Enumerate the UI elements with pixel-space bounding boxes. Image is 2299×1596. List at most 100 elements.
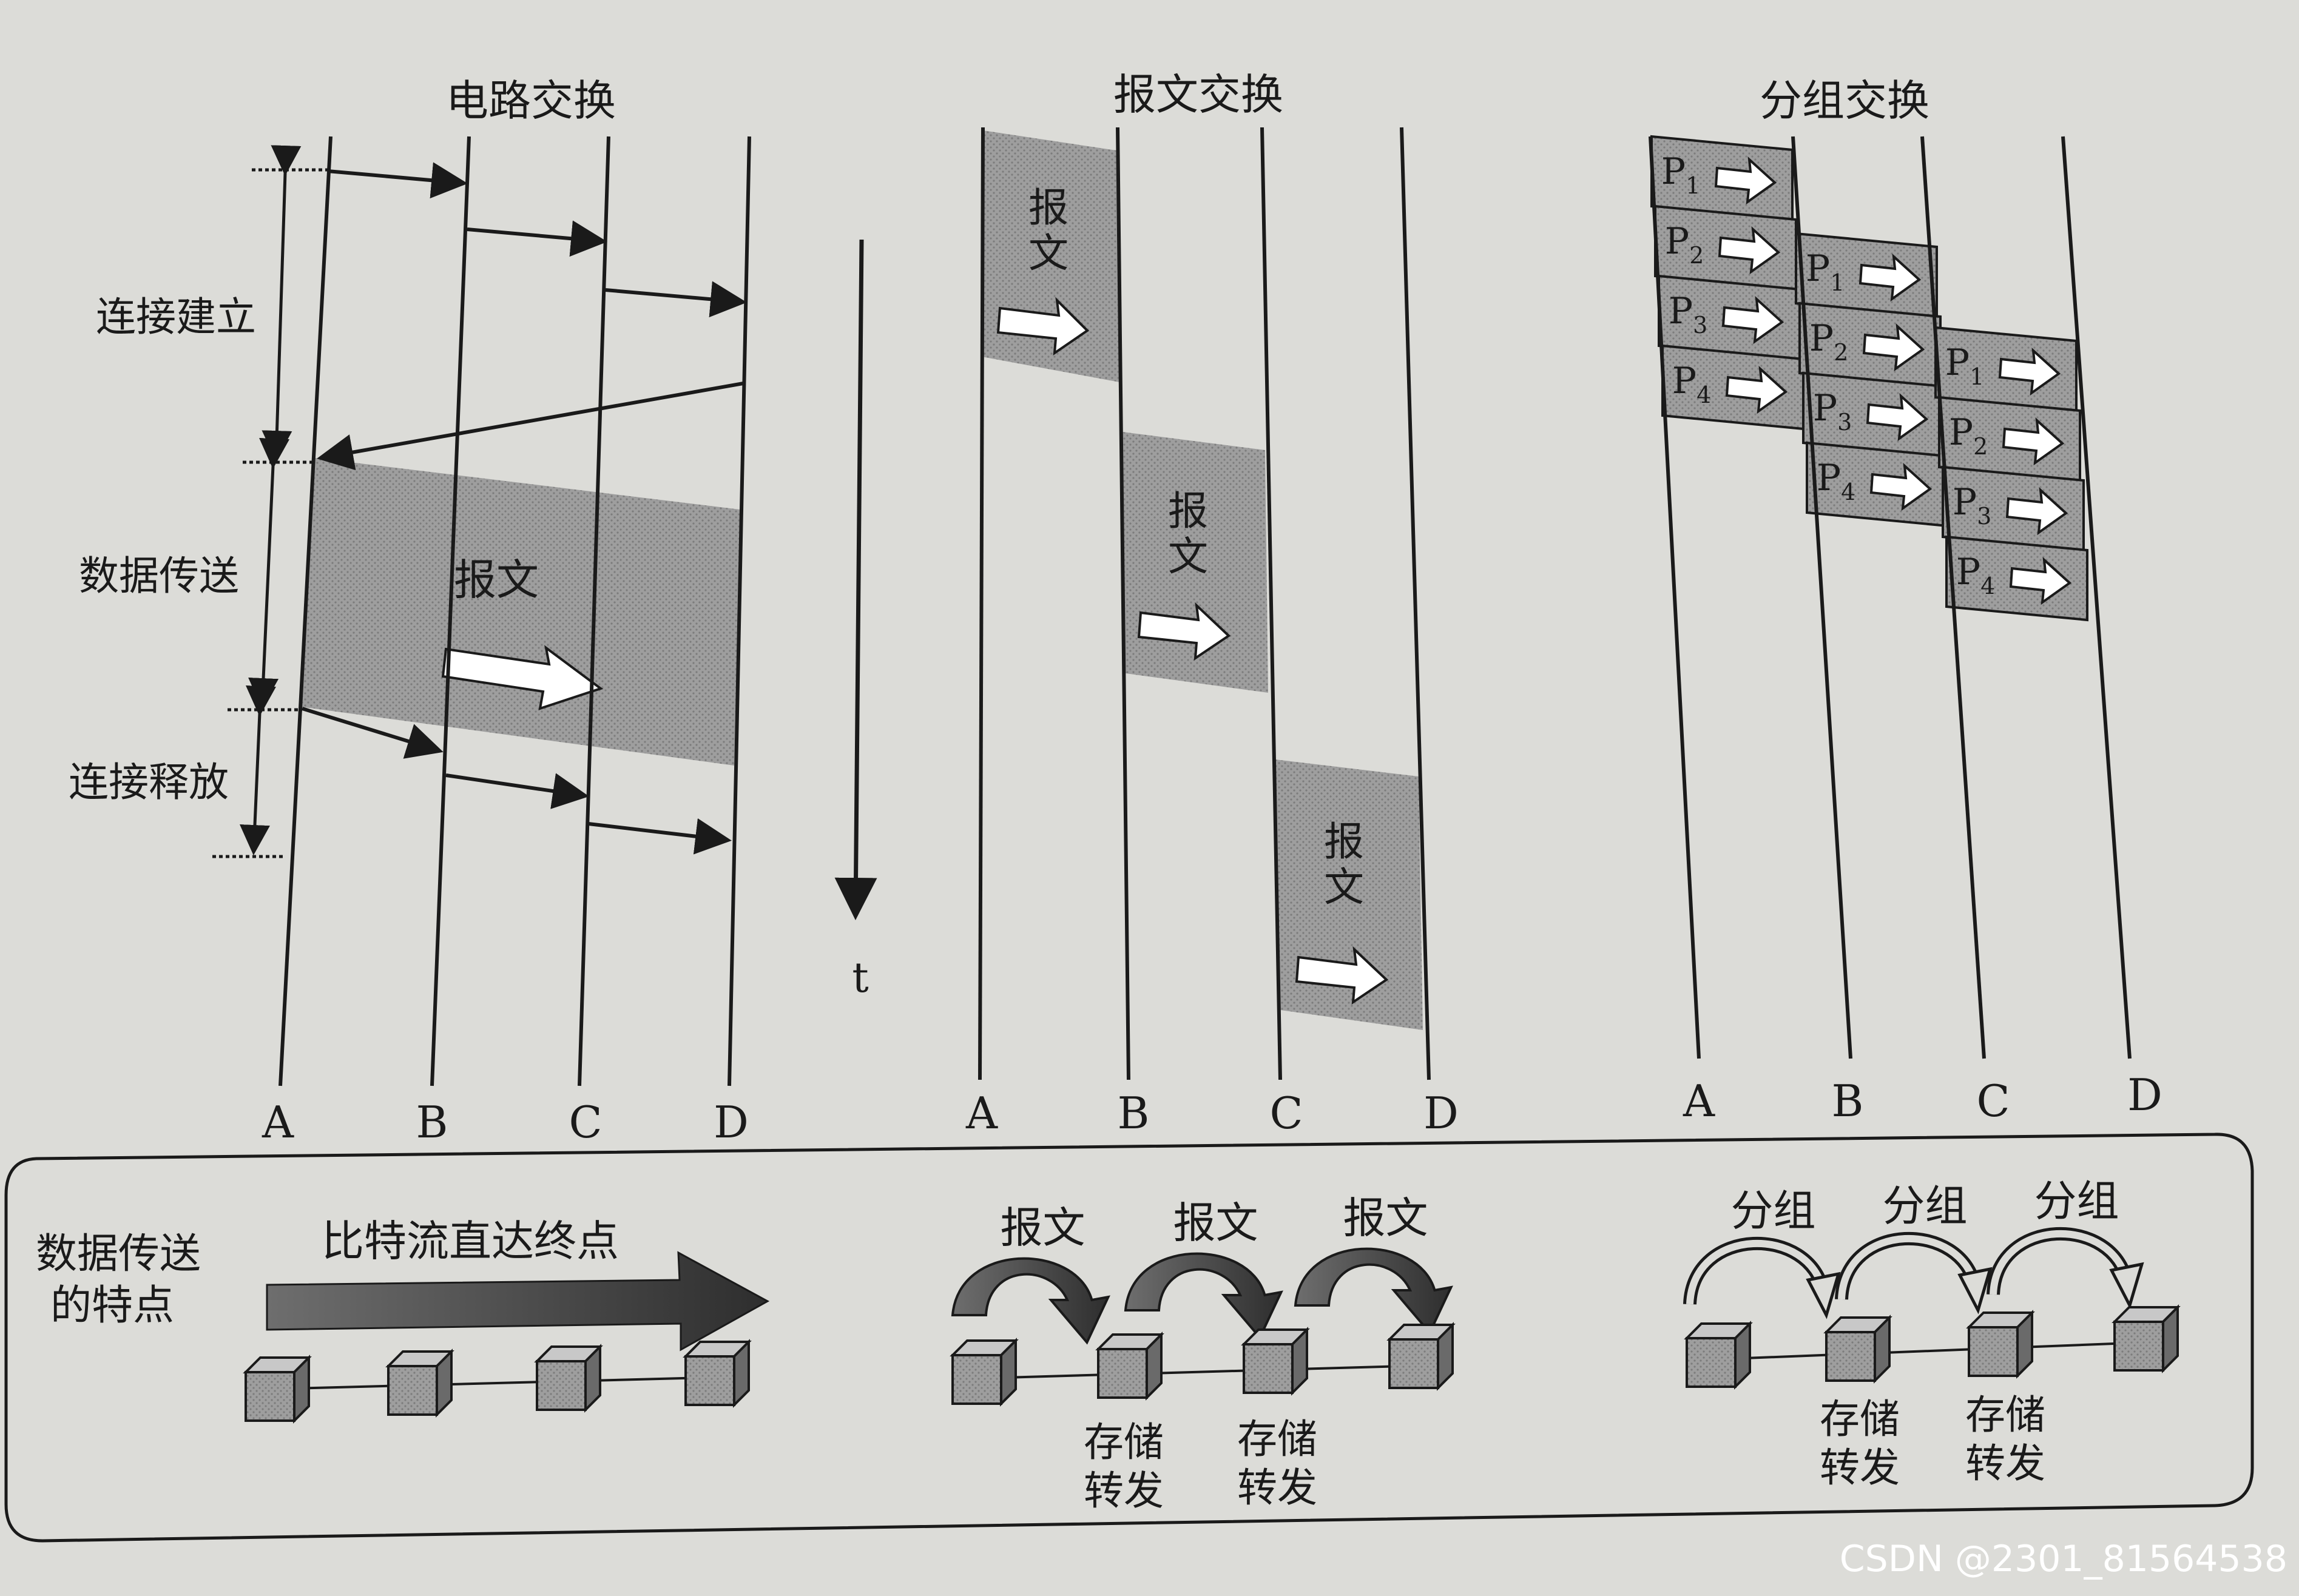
packet-arrow-icon [1862, 323, 1925, 372]
packet-p3-hop-2: P3 [1802, 371, 1945, 458]
router-node-icon [1386, 1322, 1456, 1391]
legend-packet-store-1a: 存储 [1820, 1396, 1900, 1443]
message-node-line-d [1400, 127, 1431, 1080]
legend-message-store-1b: 转发 [1084, 1467, 1164, 1514]
packet-node-label-d: D [2127, 1069, 2162, 1120]
characteristics-legend: 数据传送 的特点 比特流直达终点 报文报文报文 存储 转发 存储 转发 分组分组… [4, 1133, 2254, 1543]
packet-p1-hop-1: P1 [1650, 135, 1794, 221]
legend-message-link [982, 1364, 1445, 1379]
packet-p1-hop-2: P1 [1795, 232, 1938, 318]
message-node-line-c [1260, 127, 1282, 1080]
packet-p3-hop-3: P3 [1942, 465, 2085, 552]
legend-bitstream-arrow-icon [266, 1251, 770, 1352]
router-node-icon [1684, 1321, 1753, 1390]
message-node-label-b: B [1118, 1088, 1150, 1139]
message-arrow-icon-2 [1137, 602, 1231, 661]
message-hop-2: 报文 [1124, 1198, 1283, 1340]
circuit-node-line-a [279, 136, 333, 1086]
legend-packet-store-2a: 存储 [1965, 1392, 2045, 1438]
packet-label: P2 [1949, 411, 1988, 460]
circuit-panel: 电路交换 报文 连接建立 数据传送 连接释放 A [69, 76, 751, 1148]
curved-arrow-icon [1294, 1247, 1453, 1335]
legend-packet-hops: 分组分组分组 [1683, 1176, 2144, 1319]
packet-arrow-icon [2002, 417, 2065, 466]
message-hop-3: 报文 [1294, 1193, 1453, 1335]
legend-circuit-nodes [243, 1339, 752, 1424]
time-axis-arrow [834, 239, 877, 920]
message-title: 报文交换 [1113, 70, 1283, 120]
packet-p4-hop-1: P4 [1661, 344, 1804, 431]
hop-label: 分组 [1883, 1181, 1968, 1231]
router-node-icon [1823, 1315, 1892, 1384]
packet-hop-2: 分组 [1835, 1181, 1993, 1315]
message-node-line-a [978, 127, 985, 1080]
release-signal-bc [445, 773, 589, 809]
circuit-node-label-a: A [262, 1097, 294, 1148]
packet-title: 分组交换 [1760, 76, 1929, 126]
curved-arrow-icon [1835, 1231, 1982, 1300]
packet-node-line-b [1791, 136, 1852, 1059]
packet-label: P4 [1817, 457, 1856, 505]
circuit-node-line-c [578, 136, 610, 1086]
packet-hop-1: 分组 [1683, 1186, 1841, 1319]
router-node-icon [950, 1338, 1019, 1407]
router-node-icon [385, 1349, 454, 1418]
legend-message-hops: 报文报文报文 [951, 1193, 1453, 1345]
packet-arrow-icon [1718, 226, 1781, 275]
router-node-icon [683, 1339, 752, 1408]
packet-p4-hop-2: P4 [1806, 441, 1949, 528]
message-hop-1: 报文 [951, 1203, 1110, 1345]
circuit-node-label-c: C [569, 1097, 602, 1148]
packet-p3-hop-1: P3 [1658, 274, 1801, 361]
packet-p2-hop-3: P2 [1938, 396, 2081, 482]
packet-node-label-b: B [1832, 1076, 1864, 1126]
circuit-title: 电路交换 [446, 76, 616, 126]
router-node-icon [1241, 1327, 1310, 1396]
circuit-message-arrow-icon [441, 645, 604, 710]
legend-message-store-2a: 存储 [1237, 1416, 1317, 1463]
watermark: CSDN @2301_81564538 [1840, 1538, 2287, 1580]
message-panel: 报文交换 报 文 报 文 报 文 A B C D [965, 70, 1459, 1139]
setup-ack-signal [317, 382, 744, 471]
message-label-2a: 报 [1168, 488, 1208, 534]
packet-arrow-icon [1866, 393, 1929, 442]
packet-arrow-icon [1858, 254, 1922, 302]
packet-arrow-icon [1721, 296, 1784, 345]
message-label-3b: 文 [1324, 864, 1364, 911]
phase-label-setup: 连接建立 [96, 294, 256, 340]
legend-message-store-1a: 存储 [1084, 1419, 1164, 1466]
circuit-message-label: 报文 [454, 555, 539, 605]
circuit-node-label-d: D [714, 1097, 749, 1148]
message-arrow-icon-3 [1295, 946, 1389, 1005]
circuit-node-line-b [430, 136, 471, 1086]
setup-signal-bc [467, 220, 607, 257]
router-node-icon [243, 1355, 312, 1424]
packet-label: P1 [1806, 247, 1845, 296]
time-axis-label: t [852, 954, 868, 1002]
router-node-icon [2112, 1304, 2181, 1373]
setup-signal-ab [327, 162, 468, 199]
legend-message-store-2b: 转发 [1237, 1464, 1317, 1511]
phase-brackets [212, 145, 328, 858]
packet-node-line-c [1920, 136, 1986, 1059]
message-label-1b: 文 [1028, 230, 1068, 277]
release-signal-cd [588, 818, 732, 855]
legend-frame [4, 1133, 2254, 1543]
message-node-line-b [1116, 127, 1130, 1080]
packet-node-line-a [1649, 136, 1701, 1059]
packet-node-label-c: C [1976, 1076, 2010, 1126]
circuit-data-band [300, 458, 740, 766]
curved-arrow-icon [1124, 1252, 1283, 1340]
hop-label: 分组 [1731, 1186, 1816, 1236]
router-node-icon [1095, 1332, 1164, 1401]
curved-arrow-icon [1683, 1236, 1830, 1305]
legend-packet-store-1b: 转发 [1820, 1444, 1900, 1491]
curved-arrow-icon [951, 1257, 1110, 1345]
legend-packet-nodes [1684, 1304, 2181, 1390]
message-label-1a: 报 [1028, 184, 1068, 231]
curved-arrow-icon [1987, 1227, 2133, 1295]
hop-label: 报文 [1173, 1198, 1258, 1248]
